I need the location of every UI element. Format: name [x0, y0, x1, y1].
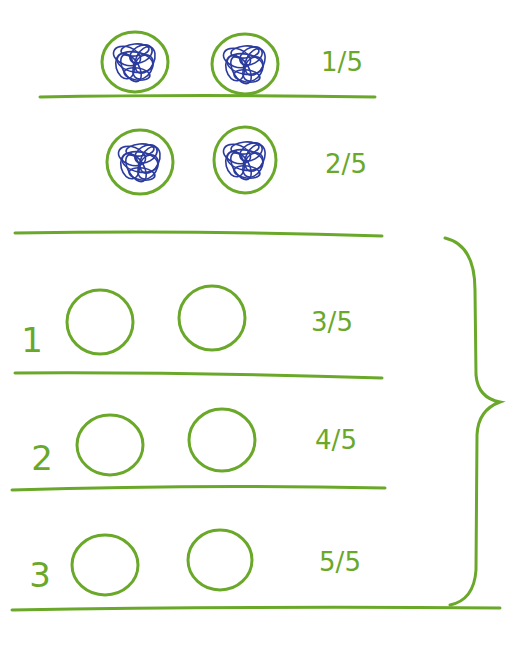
empty-circle — [179, 286, 245, 350]
fraction-label: 5/5 — [319, 549, 361, 575]
fraction-label: 1/5 — [321, 49, 363, 75]
shaded-circle — [212, 34, 278, 94]
row-number: 2 — [31, 441, 53, 475]
fraction-label: 2/5 — [325, 151, 367, 177]
empty-circle — [72, 535, 138, 595]
scribble — [221, 139, 269, 183]
scribble — [221, 43, 269, 87]
divider-line — [12, 486, 385, 490]
shaded-circle — [214, 127, 276, 193]
divider-line — [15, 373, 382, 378]
divider-line — [12, 607, 500, 610]
divider-line — [15, 232, 382, 236]
fraction-label: 4/5 — [315, 427, 357, 453]
empty-circle — [189, 409, 255, 471]
empty-circle — [67, 290, 133, 354]
divider-line — [40, 96, 375, 98]
curly-brace — [445, 238, 500, 605]
scribble — [116, 141, 164, 185]
scribble — [111, 41, 159, 85]
shaded-circle — [102, 32, 168, 92]
empty-circle — [188, 530, 252, 590]
row-number: 3 — [29, 558, 51, 592]
empty-circle — [77, 415, 143, 475]
row-number: 1 — [21, 323, 43, 357]
shaded-circle — [107, 130, 173, 194]
fraction-label: 3/5 — [311, 309, 353, 335]
